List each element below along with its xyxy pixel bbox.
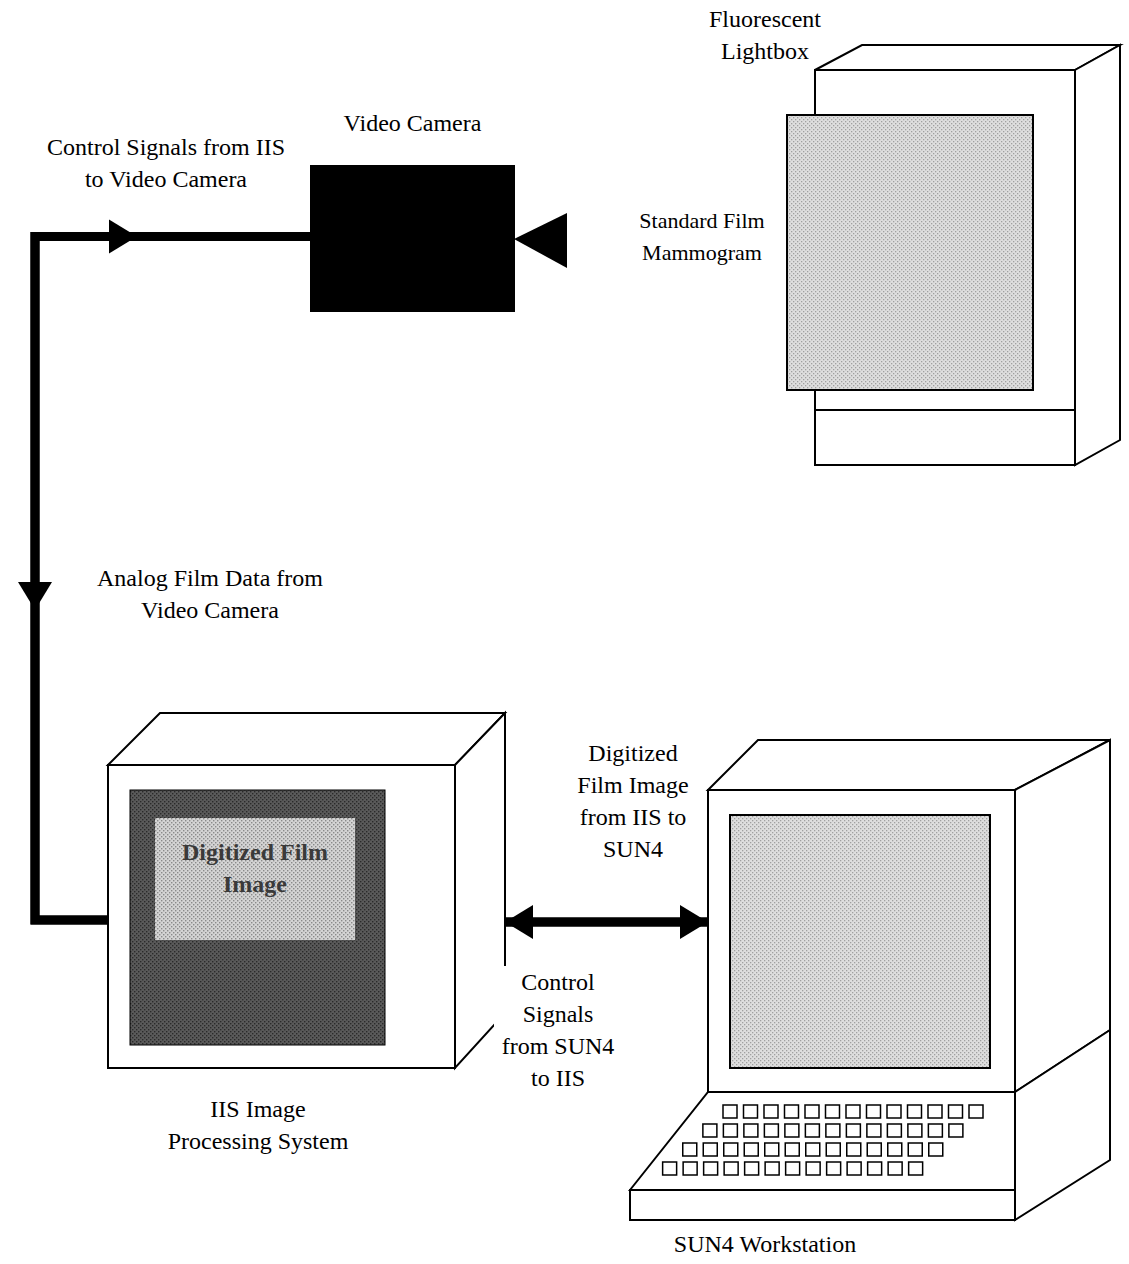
node-label: Digitized Film Image (175, 836, 335, 900)
keyboard-key (827, 1162, 841, 1175)
arrowhead (18, 582, 52, 610)
keyboard-key (949, 1124, 963, 1137)
keyboard-key (908, 1124, 922, 1137)
keyboard-key (764, 1105, 778, 1118)
keyboard-key (847, 1162, 861, 1175)
keyboard-key (744, 1143, 758, 1156)
keyboard-key (867, 1143, 881, 1156)
keyboard-key (724, 1162, 738, 1175)
keyboard-key (704, 1162, 718, 1175)
keyboard-key (744, 1124, 758, 1137)
keyboard-key (683, 1162, 697, 1175)
arrowhead (505, 905, 533, 939)
keyboard-key (805, 1124, 819, 1137)
keyboard-key (703, 1124, 717, 1137)
keyboard-key (826, 1105, 840, 1118)
keyboard-key (703, 1143, 717, 1156)
keyboard-key (909, 1162, 923, 1175)
keyboard-key (724, 1143, 738, 1156)
film-mammogram: Standard Film Mammogram (787, 115, 1033, 390)
keyboard-key (805, 1105, 819, 1118)
signal-label: Control Signals from SUN4 to IIS (494, 966, 622, 1094)
video-camera: Video Camera (310, 165, 567, 312)
keyboard-key (786, 1162, 800, 1175)
keyboard-key (867, 1124, 881, 1137)
sun4-workstation-outline (708, 740, 1110, 1092)
node-label: Fluorescent Lightbox (685, 3, 845, 67)
connector-line (505, 918, 708, 927)
keyboard-key (949, 1105, 963, 1118)
keyboard-key (908, 1143, 922, 1156)
keyboard-key (723, 1105, 737, 1118)
keyboard-key (888, 1162, 902, 1175)
keyboard-key (908, 1105, 922, 1118)
keyboard-key (764, 1124, 778, 1137)
keyboard-key (663, 1162, 677, 1175)
connector-line (505, 918, 708, 927)
signal-label: Control Signals from IIS to Video Camera (38, 131, 294, 195)
keyboard-key (744, 1105, 758, 1118)
keyboard-key (928, 1124, 942, 1137)
node-label: Video Camera (310, 107, 515, 139)
keyboard-key (785, 1143, 799, 1156)
keyboard-key (806, 1162, 820, 1175)
keyboard-key (846, 1124, 860, 1137)
keyboard-key (826, 1124, 840, 1137)
signal-connector (505, 905, 708, 939)
keyboard-key (765, 1143, 779, 1156)
signal-connector (505, 905, 708, 939)
keyboard-key (765, 1162, 779, 1175)
keyboard-key (867, 1105, 881, 1118)
keyboard-key (887, 1124, 901, 1137)
keyboard-key (929, 1143, 943, 1156)
node-label: Standard Film Mammogram (627, 205, 777, 269)
keyboard-key (745, 1162, 759, 1175)
keyboard-key (785, 1124, 799, 1137)
film-mammogram-outline (787, 115, 1033, 390)
keyboard-key (826, 1143, 840, 1156)
node-label: IIS Image Processing System (158, 1093, 358, 1157)
keyboard-key (888, 1143, 902, 1156)
keyboard-key (868, 1162, 882, 1175)
signal-label: Digitized Film Image from IIS to SUN4 (562, 737, 704, 865)
sun4-workstation: SUN4 Workstation (708, 740, 1110, 1092)
keyboard-key (847, 1143, 861, 1156)
keyboard-key (887, 1105, 901, 1118)
node-label: SUN4 Workstation (645, 1228, 885, 1260)
keyboard-key (969, 1105, 983, 1118)
keyboard-key (723, 1124, 737, 1137)
keyboard-key (928, 1105, 942, 1118)
signal-label: Analog Film Data from Video Camera (92, 562, 328, 626)
keyboard-key (806, 1143, 820, 1156)
lightbox: Fluorescent LightboxStandard Film Mammog… (815, 45, 1120, 465)
keyboard-key (683, 1143, 697, 1156)
iis-processor: IIS Image Processing SystemDigitized Fil… (108, 713, 505, 1068)
video-camera-outline (310, 165, 567, 312)
iis-screen-image: Digitized Film Image (155, 818, 355, 940)
keyboard-key (846, 1105, 860, 1118)
keyboard-key (785, 1105, 799, 1118)
